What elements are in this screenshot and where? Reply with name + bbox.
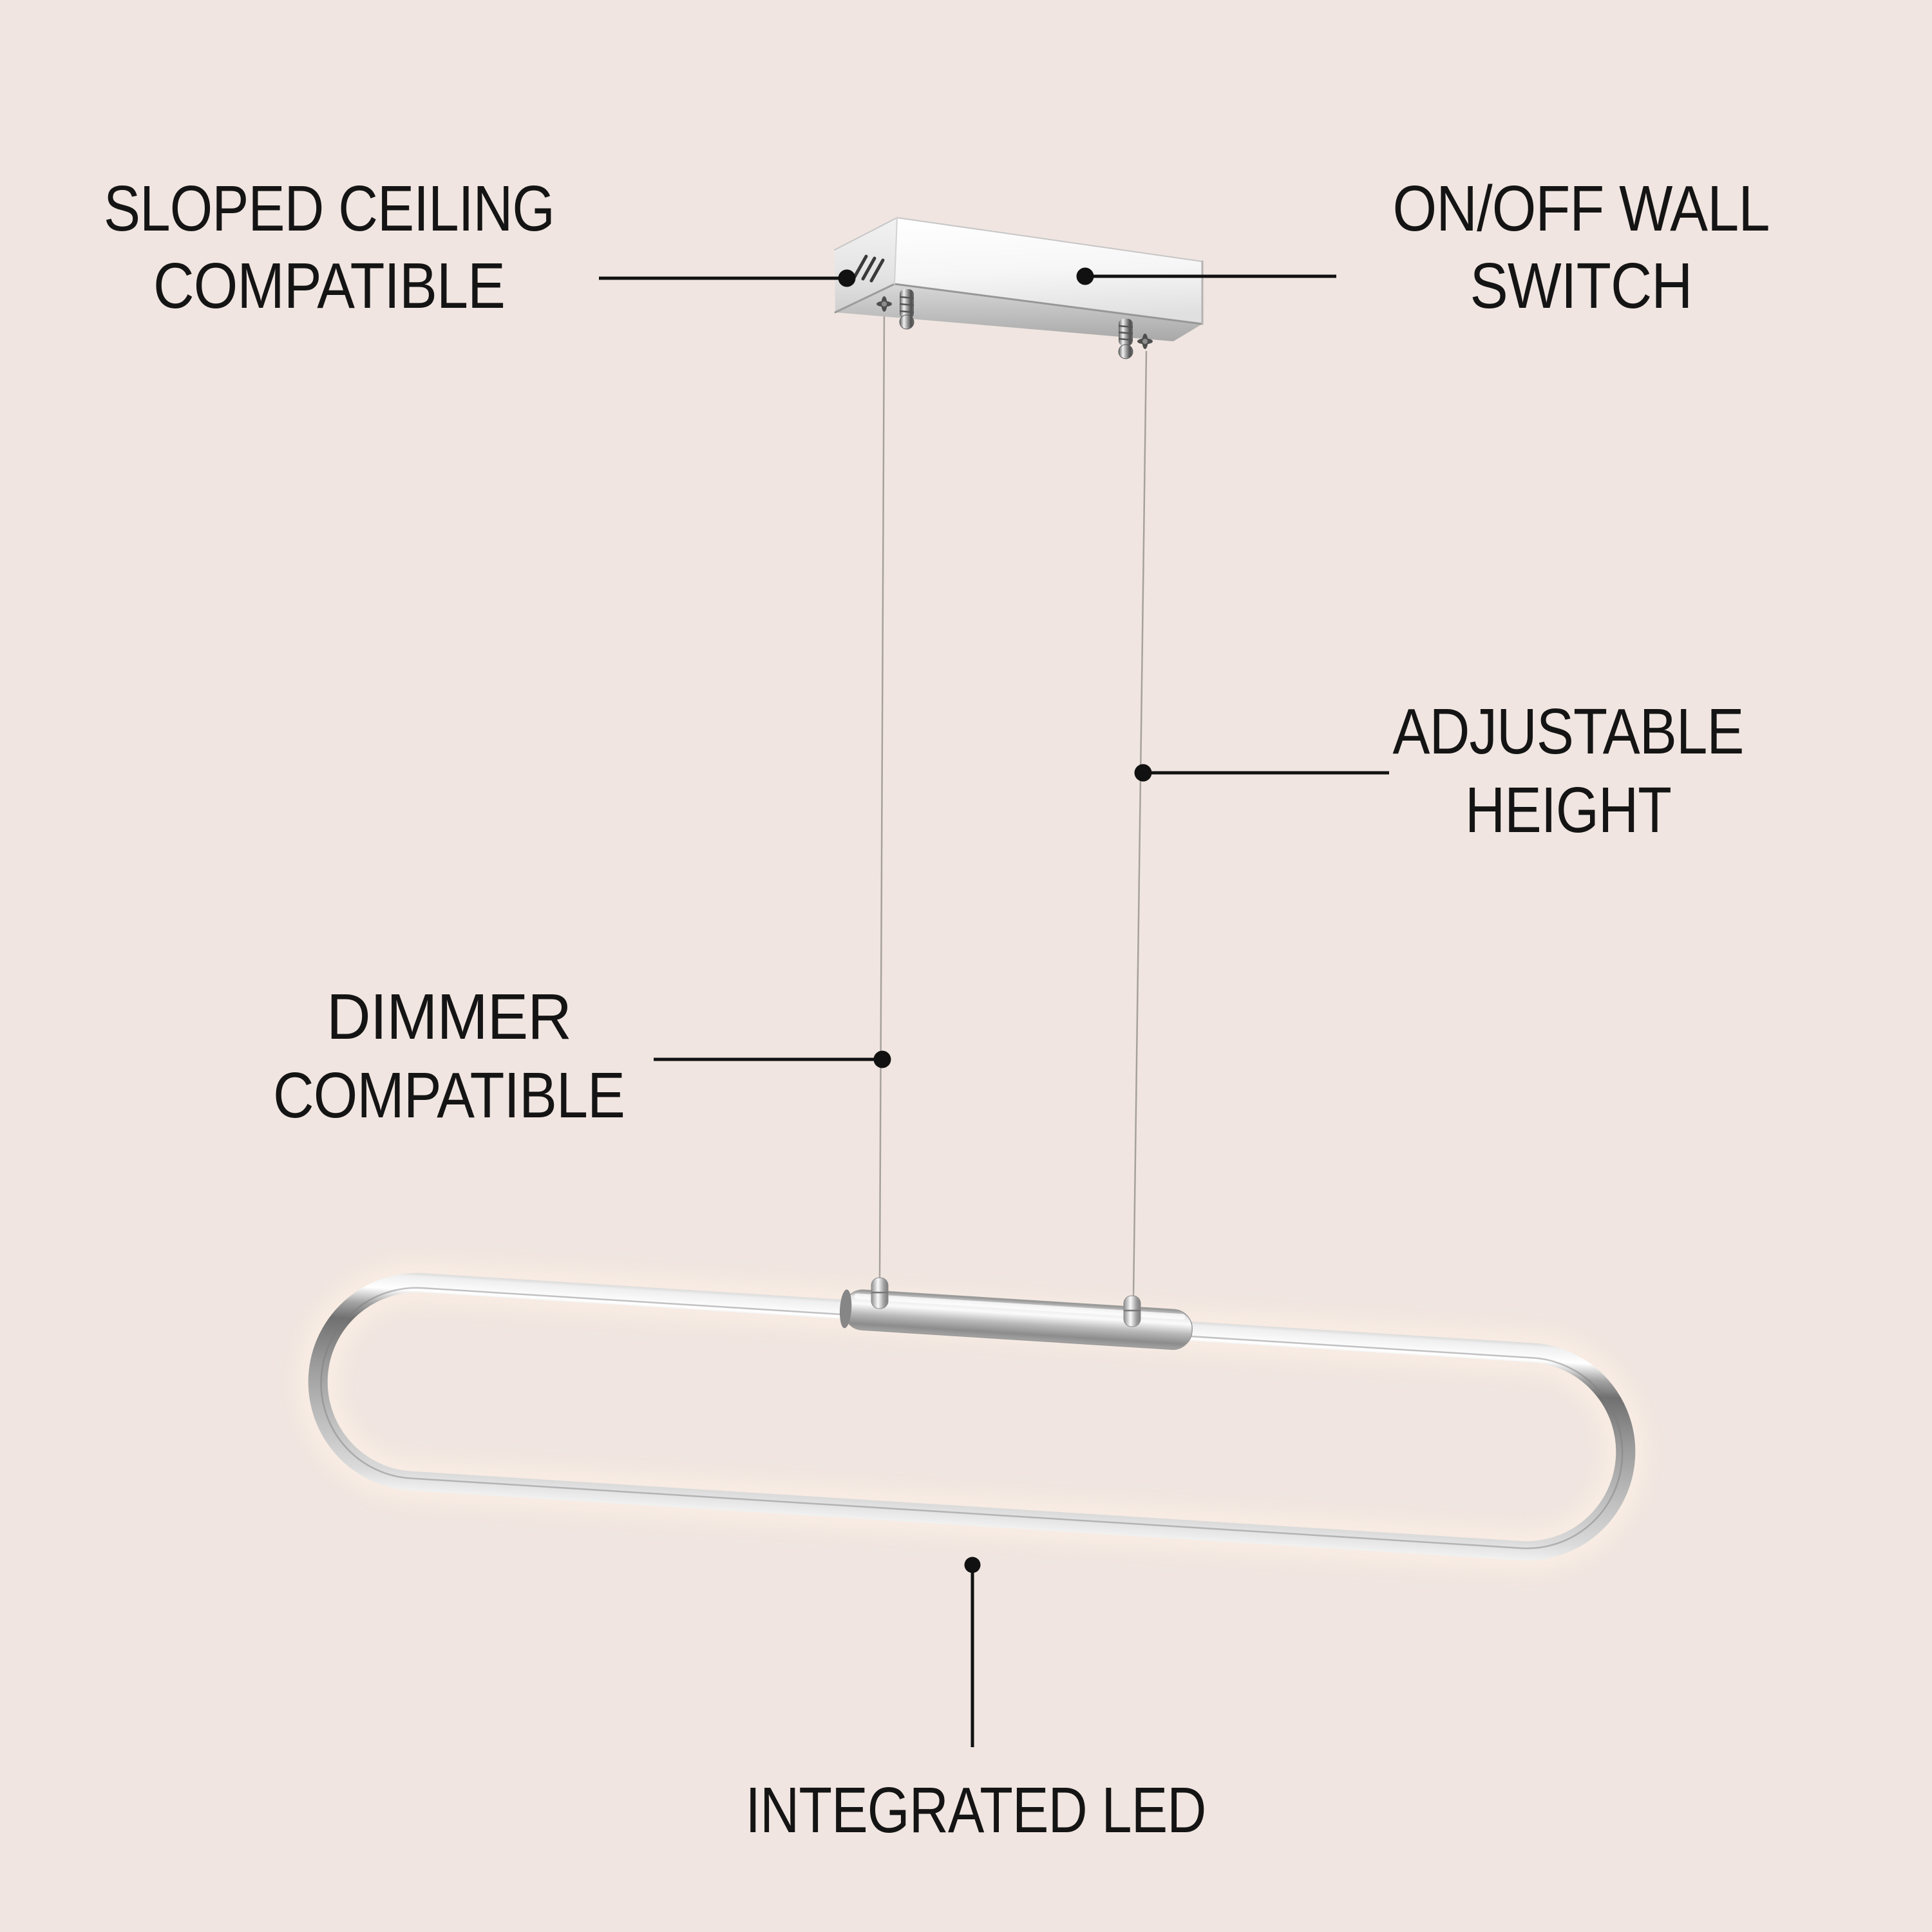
label-adjustable-height-line1: ADJUSTABLE: [1393, 696, 1744, 768]
screw-left: [876, 296, 892, 312]
label-sloped-ceiling-line2: COMPATIBLE: [153, 250, 505, 322]
cable-gripper-right: [1118, 319, 1133, 359]
callout-dimmer: DIMMER COMPATIBLE: [273, 981, 891, 1132]
cable-gripper-left: [899, 289, 914, 330]
callout-sloped-ceiling: SLOPED CEILING COMPATIBLE: [104, 173, 856, 322]
canopy-bottom-face: [835, 284, 1202, 341]
callout-adjustable-height: ADJUSTABLE HEIGHT: [1134, 696, 1745, 846]
callout-wall-switch: ON/OFF WALL SWITCH: [1076, 173, 1770, 322]
label-dimmer-line1: DIMMER: [327, 981, 571, 1053]
label-integrated-led: INTEGRATED LED: [746, 1774, 1206, 1846]
canopy-left-face: [835, 218, 897, 312]
canopy-left-bottom-edge: [834, 283, 896, 314]
label-sloped-ceiling-line1: SLOPED CEILING: [104, 173, 554, 245]
vent-slashes-icon: [853, 254, 885, 283]
canopy-front-bottom-edge: [893, 283, 1204, 325]
label-dimmer-line2: COMPATIBLE: [273, 1059, 625, 1132]
callout-integrated-led: INTEGRATED LED: [746, 1557, 1207, 1846]
suspension-pin-right: [1123, 1295, 1141, 1327]
callout-dot-wall-switch: [1076, 267, 1094, 285]
screw-right: [1137, 334, 1153, 349]
canopy-apex-edge: [894, 217, 898, 285]
label-wall-switch-line2: SWITCH: [1470, 250, 1692, 322]
suspension-pin-left: [871, 1277, 889, 1309]
callout-dot-sloped-ceiling: [838, 269, 856, 287]
canopy-front-face: [895, 218, 1202, 324]
suspension-cable-right: [1132, 350, 1148, 1298]
center-connector-sleeve: [839, 1289, 1193, 1350]
callout-dot-dimmer: [873, 1050, 891, 1068]
led-light-bar: [294, 1258, 1650, 1575]
label-adjustable-height-line2: HEIGHT: [1465, 774, 1671, 846]
suspension-cable-left: [878, 310, 886, 1280]
callout-dot-integrated-led: [964, 1557, 981, 1573]
label-wall-switch-line1: ON/OFF WALL: [1393, 173, 1770, 245]
callout-dot-adjustable-height: [1134, 764, 1152, 782]
ceiling-canopy: [834, 216, 1204, 359]
